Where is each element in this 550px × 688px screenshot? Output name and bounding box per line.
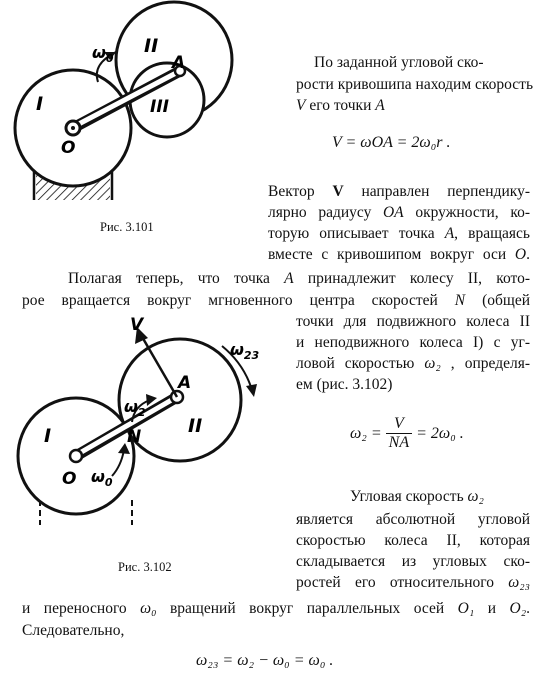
label-I: I bbox=[36, 93, 43, 115]
text-p1-line2: рости кривошипа находим скорость bbox=[296, 76, 534, 93]
text-p5-line2: Следовательно, bbox=[22, 622, 125, 639]
text-p3-line3: точки для подвижного колеса II bbox=[296, 313, 530, 330]
label-omega23: ω23 bbox=[230, 340, 260, 362]
text-p4-line2: является абсолютной угловой bbox=[296, 511, 530, 528]
text-p3-line4: и неподвижного колеса I) с уг- bbox=[296, 334, 530, 351]
equation-omega2: ω₂ = V NA = 2ω₀ . bbox=[350, 415, 464, 451]
equation-omega23: ω₂₃ = ω₂ − ω₀ = ω₀ . bbox=[196, 652, 334, 669]
pivot-A bbox=[173, 64, 187, 78]
label-omega2: ω2 bbox=[124, 397, 146, 419]
label-O: O bbox=[61, 138, 75, 158]
caption-fig-3-102: Рис. 3.102 bbox=[118, 560, 172, 574]
text-p2-line1: Вектор V направлен перпендику- bbox=[268, 183, 530, 200]
label-N: N bbox=[127, 427, 141, 447]
text-p5-line1: и переносного ω₀ вращений вокруг паралле… bbox=[22, 600, 531, 617]
text-p1-line1: По заданной угловой ско- bbox=[314, 54, 484, 71]
label-II: II bbox=[188, 415, 202, 437]
label-I: I bbox=[44, 425, 51, 447]
text-p4-line4: складывается из угловых ско- bbox=[296, 553, 530, 570]
text-p4-line1: Угловая скорость ω₂ bbox=[350, 488, 484, 505]
label-II: II bbox=[144, 35, 158, 57]
text-p3-line1: Полагая теперь, что точка A принадлежит … bbox=[68, 270, 530, 287]
label-A: A bbox=[170, 53, 185, 73]
label-V: V bbox=[130, 315, 145, 335]
pivot-O bbox=[68, 448, 84, 464]
text-p2-line2: лярно радиусу OA окружности, ко- bbox=[268, 204, 530, 221]
equation-velocity: V = ωOA = 2ω₀r . bbox=[332, 134, 451, 151]
velocity-vector-V bbox=[139, 334, 179, 398]
label-A: A bbox=[176, 373, 191, 393]
text-p1-line3: V его точки A bbox=[296, 97, 385, 114]
label-III: III bbox=[150, 97, 169, 117]
text-p4-line3: скоростью колеса II, которая bbox=[296, 532, 530, 549]
text-p2-line3: торую описывает точка A, вращаясь bbox=[268, 225, 530, 242]
text-p3-line5: ловой скоростью ω₂ , определя- bbox=[296, 355, 530, 372]
text-p3-line6: ем (рис. 3.102) bbox=[296, 376, 393, 393]
figure-3-101: ω0 II A I III O bbox=[13, 0, 234, 200]
text-p2-line4: вместе с кривошипом вокруг оси O. bbox=[268, 246, 530, 263]
caption-fig-3-101: Рис. 3.101 bbox=[100, 220, 154, 234]
text-p3-line2: рое вращается вокруг мгновенного центра … bbox=[22, 292, 530, 309]
figure-3-102: V ω23 A ω2 I N II O ω0 bbox=[16, 315, 260, 525]
label-O: O bbox=[62, 469, 76, 489]
label-omega0: ω0 bbox=[92, 43, 114, 65]
text-p4-line5: ростей его относительного ω₂₃ bbox=[296, 574, 530, 591]
label-omega0: ω0 bbox=[91, 467, 113, 489]
